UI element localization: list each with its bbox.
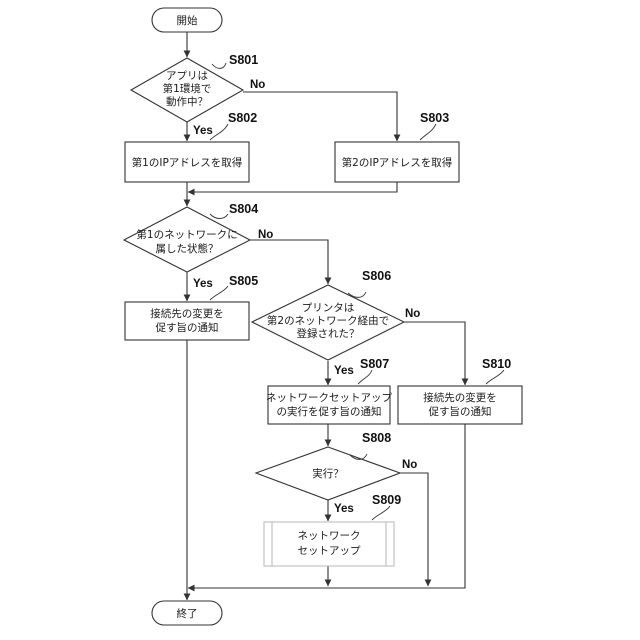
d801-no-label: No (250, 79, 265, 91)
d808-no-label: No (402, 459, 417, 471)
label-s804: S804 (229, 202, 258, 216)
edge-d808-no (400, 473, 428, 586)
svg-text:第2のIPアドレスを取得: 第2のIPアドレスを取得 (342, 156, 453, 169)
decision-d804: 第1のネットワークに属した状態？ (124, 207, 250, 272)
process-b802: 第1のIPアドレスを取得 (125, 142, 249, 182)
d808-yes-label: Yes (334, 503, 354, 515)
svg-text:アプリは第1環境で動作中？: アプリは第1環境で動作中？ (163, 70, 212, 108)
label-s802: S802 (228, 111, 257, 125)
process-b807: ネットワークセットアップの実行を促す旨の通知 (266, 386, 392, 424)
d806-no-label: No (405, 308, 420, 320)
edge-d804-d806 (248, 240, 328, 284)
label-s807: S807 (360, 357, 389, 371)
label-s809: S809 (372, 493, 401, 507)
label-s803: S803 (420, 111, 449, 125)
edge-d801-b803 (243, 92, 397, 141)
decision-d806: プリンタは第2のネットワーク経由で登録された？ (252, 285, 404, 360)
process-b803: 第2のIPアドレスを取得 (335, 142, 459, 182)
process-b810: 接続先の変更を促す旨の通知 (398, 386, 522, 424)
d804-yes-label: Yes (193, 278, 213, 290)
edge-d806-b810 (404, 322, 465, 385)
label-s805: S805 (229, 274, 258, 288)
d801-yes-label: Yes (193, 125, 213, 137)
start-label: 開始 (177, 14, 198, 27)
edge-b803-merge (188, 182, 397, 192)
label-s810: S810 (482, 357, 511, 371)
label-s806: S806 (362, 269, 391, 283)
process-b805: 接続先の変更を促す旨の通知 (125, 302, 249, 340)
svg-text:実行？: 実行？ (312, 467, 344, 480)
label-s808: S808 (362, 431, 391, 445)
svg-text:第1のIPアドレスを取得: 第1のIPアドレスを取得 (132, 156, 243, 169)
node-end: 終了 (152, 601, 222, 625)
node-start: 開始 (152, 8, 222, 32)
svg-text:終了: 終了 (177, 607, 198, 620)
decision-d801: アプリは第1環境で動作中？ (131, 58, 243, 122)
d804-no-label: No (258, 229, 273, 241)
step-labels: S801 S802 S803 S804 S805 S806 S807 S808 … (210, 53, 511, 520)
label-s801: S801 (229, 53, 258, 67)
subprocess-b809: ネットワークセットアップ (264, 522, 394, 566)
d806-yes-label: Yes (334, 365, 354, 377)
